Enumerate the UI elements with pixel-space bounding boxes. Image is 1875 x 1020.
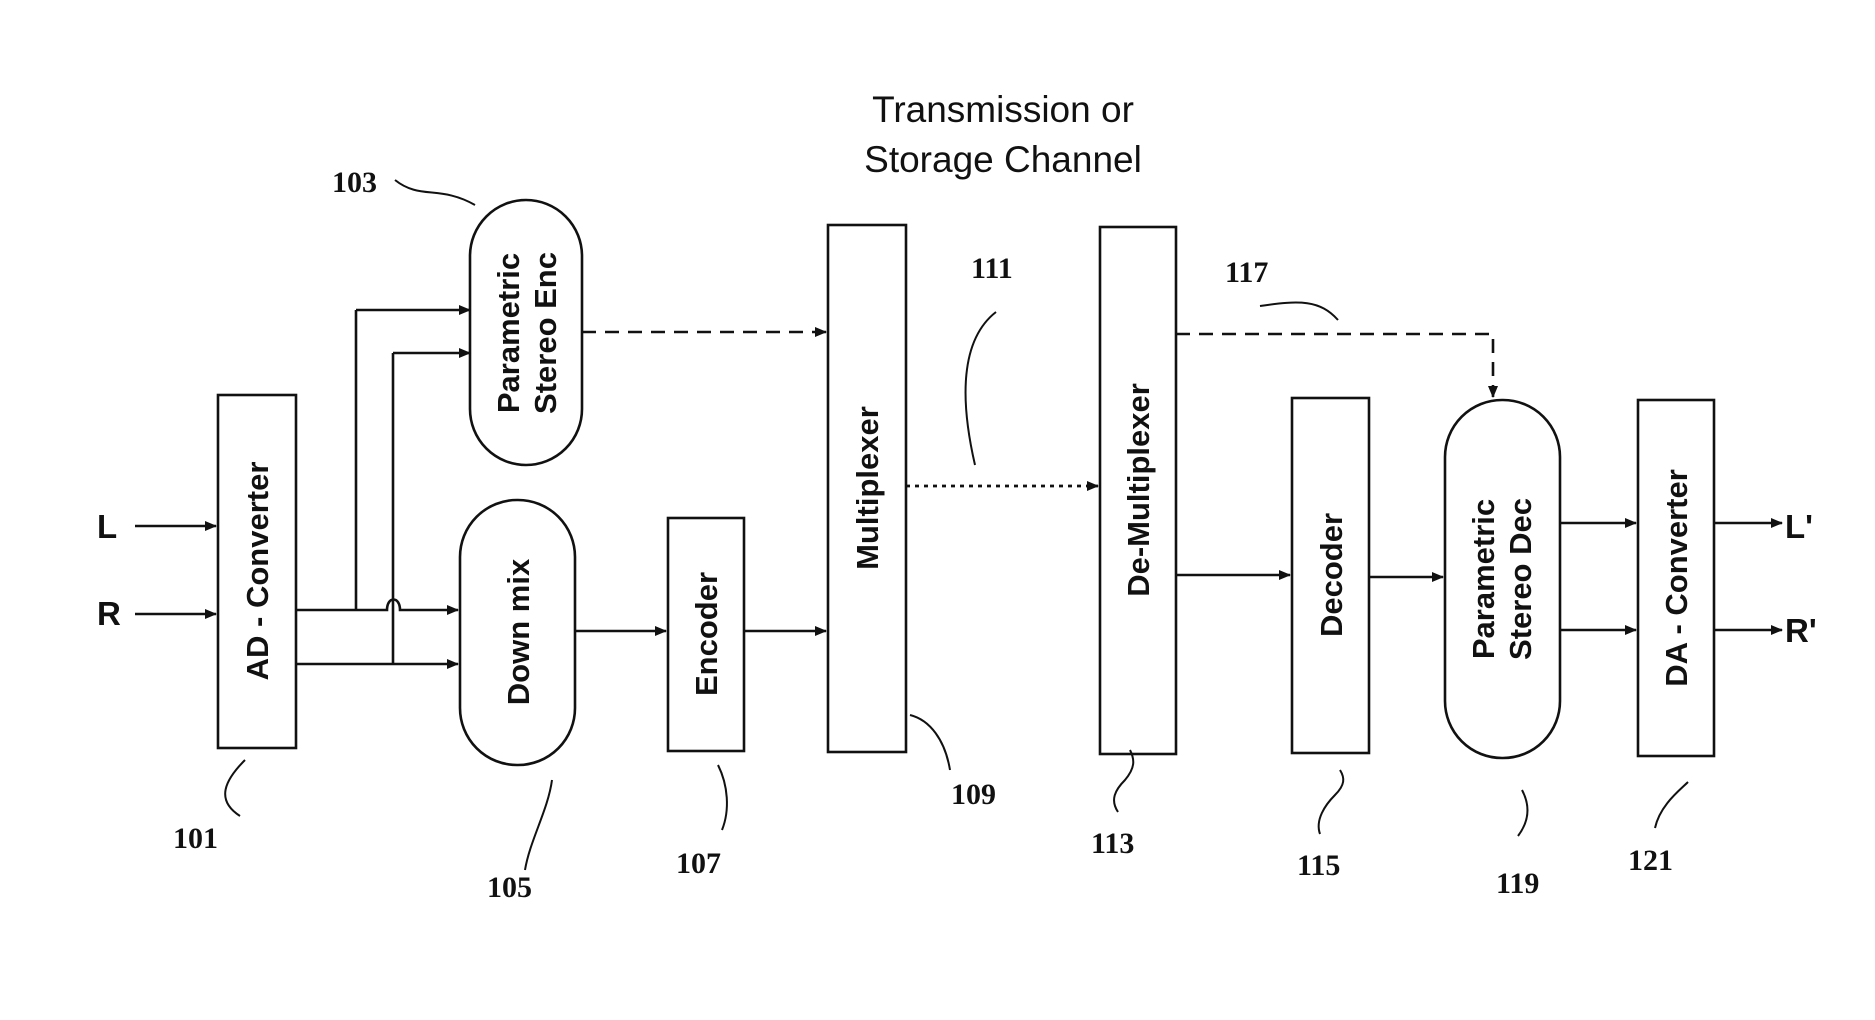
parametric-stereo-enc-label-1: Parametric: [491, 253, 526, 413]
ref-113: 113: [1091, 827, 1134, 860]
ad-to-downmix-top: [296, 600, 458, 611]
output-l-label: L': [1785, 508, 1813, 545]
input-r-label: R: [97, 595, 121, 632]
leader-101: [225, 760, 245, 816]
ref-107: 107: [676, 847, 721, 880]
ref-117: 117: [1225, 256, 1268, 289]
leader-103: [395, 180, 475, 205]
parametric-stereo-enc-box: [470, 200, 582, 465]
ref-119: 119: [1496, 867, 1539, 900]
output-r-label: R': [1785, 612, 1817, 649]
multiplexer-label: Multiplexer: [850, 406, 885, 570]
ref-109: 109: [951, 778, 996, 811]
ad-converter-label: AD - Converter: [240, 462, 275, 681]
leader-121: [1655, 782, 1688, 828]
ref-105: 105: [487, 871, 532, 904]
ref-111: 111: [971, 252, 1013, 285]
encoder-label: Encoder: [689, 572, 724, 696]
down-mix-label: Down mix: [501, 558, 536, 705]
decoder-label: Decoder: [1314, 513, 1349, 637]
ref-121: 121: [1628, 844, 1673, 877]
ref-101: 101: [173, 822, 218, 855]
leader-119: [1518, 790, 1528, 836]
leader-113: [1114, 750, 1133, 812]
leader-111: [966, 312, 996, 465]
input-l-label: L: [97, 508, 117, 545]
leader-109: [910, 715, 950, 770]
parametric-stereo-dec-label-1: Parametric: [1466, 499, 1501, 659]
demux-to-ps-dec-dashed: [1176, 334, 1493, 397]
ref-115: 115: [1297, 849, 1340, 882]
de-multiplexer-label: De-Multiplexer: [1121, 383, 1156, 597]
leader-105: [525, 780, 552, 870]
channel-title-line1: Transmission or: [872, 89, 1134, 130]
channel-title-line2: Storage Channel: [864, 139, 1142, 180]
ref-103: 103: [332, 166, 377, 199]
parametric-stereo-enc-label-2: Stereo Enc: [528, 252, 563, 414]
leader-115: [1319, 770, 1344, 834]
leader-107: [718, 765, 727, 830]
leader-117: [1260, 303, 1338, 320]
da-converter-label: DA - Converter: [1659, 469, 1694, 687]
parametric-stereo-dec-label-2: Stereo Dec: [1503, 498, 1538, 660]
